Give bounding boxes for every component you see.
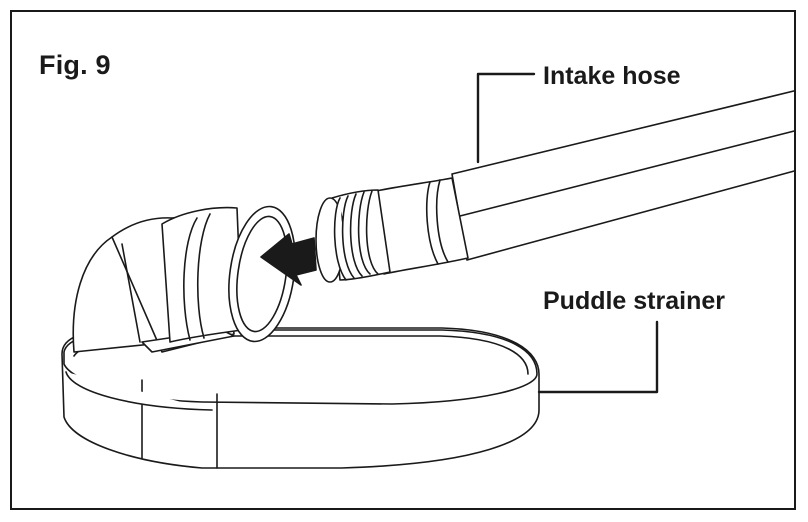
puddle-strainer-label: Puddle strainer bbox=[543, 287, 725, 315]
elbow-fitting bbox=[72, 205, 296, 353]
intake-hose bbox=[315, 90, 794, 283]
direction-arrow bbox=[260, 233, 317, 286]
figure-label: Fig. 9 bbox=[39, 50, 111, 80]
intake-hose-label: Intake hose bbox=[543, 62, 681, 90]
leader-lines bbox=[476, 72, 659, 394]
intake-hose-leader bbox=[476, 72, 536, 164]
illustration bbox=[61, 72, 794, 469]
puddle-strainer-base bbox=[61, 327, 540, 469]
puddle-strainer-leader bbox=[537, 320, 659, 394]
figure-frame: Fig. 9 Intake hose Puddle strainer bbox=[10, 10, 796, 510]
